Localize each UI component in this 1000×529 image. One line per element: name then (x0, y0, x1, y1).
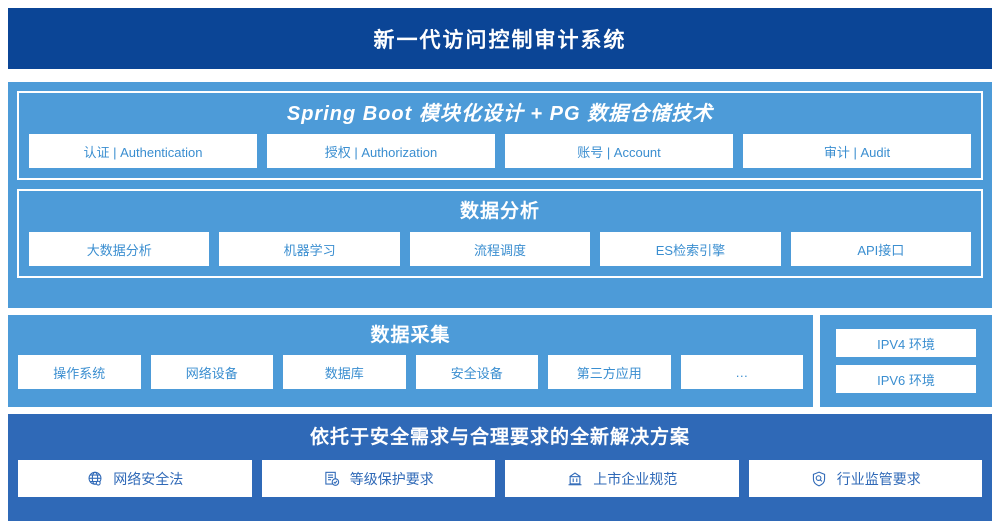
application-layer-panel: Spring Boot 模块化设计 + PG 数据仓储技术 认证 | Authe… (8, 82, 992, 308)
system-title-banner: 新一代访问控制审计系统 (8, 8, 992, 69)
platform-group-title: Spring Boot 模块化设计 + PG 数据仓储技术 (286, 103, 714, 125)
module-authorization[interactable]: 授权 | Authorization (267, 134, 495, 168)
shield-search-icon (810, 470, 828, 488)
platform-group: Spring Boot 模块化设计 + PG 数据仓储技术 认证 | Authe… (17, 91, 983, 180)
compliance-cybersecurity-law[interactable]: 网络安全法 (18, 460, 252, 497)
data-source-row: 操作系统 网络设备 数据库 安全设备 第三方应用 … (18, 355, 803, 389)
module-process-scheduling[interactable]: 流程调度 (409, 232, 591, 266)
module-audit[interactable]: 审计 | Audit (743, 134, 971, 168)
analysis-group: 数据分析 大数据分析 机器学习 流程调度 ES检索引擎 API接口 (17, 189, 983, 278)
module-authentication[interactable]: 认证 | Authentication (29, 134, 257, 168)
source-third-party-application[interactable]: 第三方应用 (548, 355, 671, 389)
module-account[interactable]: 账号 | Account (505, 134, 733, 168)
source-more-ellipsis[interactable]: … (680, 355, 803, 389)
compliance-listed-company-standard[interactable]: 上市企业规范 (505, 460, 739, 497)
analysis-module-row: 大数据分析 机器学习 流程调度 ES检索引擎 API接口 (29, 232, 972, 266)
compliance-classified-protection-label: 等级保护要求 (349, 470, 434, 487)
module-machine-learning[interactable]: 机器学习 (219, 232, 400, 266)
data-collection-title: 数据采集 (370, 325, 451, 346)
network-environment-panel: IPV4 环境 IPV6 环境 (820, 315, 992, 407)
environment-ipv6[interactable]: IPV6 环境 (836, 365, 976, 393)
platform-module-row: 认证 | Authentication 授权 | Authorization 账… (29, 134, 971, 168)
compliance-panel: 依托于安全需求与合理要求的全新解决方案 网络安全法 (8, 414, 992, 521)
compliance-classified-protection[interactable]: 等级保护要求 (261, 460, 495, 497)
globe-icon (86, 470, 104, 488)
analysis-group-title: 数据分析 (459, 201, 540, 222)
module-big-data-analysis[interactable]: 大数据分析 (29, 232, 210, 266)
source-network-device[interactable]: 网络设备 (150, 355, 273, 389)
module-es-search-engine[interactable]: ES检索引擎 (600, 232, 781, 266)
compliance-title: 依托于安全需求与合理要求的全新解决方案 (309, 427, 690, 448)
data-collection-panel: 数据采集 操作系统 网络设备 数据库 安全设备 第三方应用 … (8, 315, 813, 407)
source-operating-system[interactable]: 操作系统 (18, 355, 141, 389)
environment-ipv4[interactable]: IPV4 环境 (836, 329, 976, 357)
bank-building-icon (566, 470, 584, 488)
compliance-row: 网络安全法 等级保护要求 (18, 460, 982, 497)
compliance-inner: 依托于安全需求与合理要求的全新解决方案 网络安全法 (8, 414, 992, 509)
compliance-industry-regulation-label: 行业监管要求 (836, 470, 921, 487)
compliance-industry-regulation[interactable]: 行业监管要求 (748, 460, 982, 497)
page-title: 新一代访问控制审计系统 (373, 28, 627, 52)
module-api-interface[interactable]: API接口 (790, 232, 972, 266)
compliance-cybersecurity-law-label: 网络安全法 (113, 470, 184, 487)
compliance-listed-company-standard-label: 上市企业规范 (593, 470, 678, 487)
data-collection-inner: 数据采集 操作系统 网络设备 数据库 安全设备 第三方应用 … (8, 315, 813, 400)
source-security-device[interactable]: 安全设备 (415, 355, 538, 389)
source-database[interactable]: 数据库 (283, 355, 406, 389)
document-check-icon (323, 470, 341, 488)
